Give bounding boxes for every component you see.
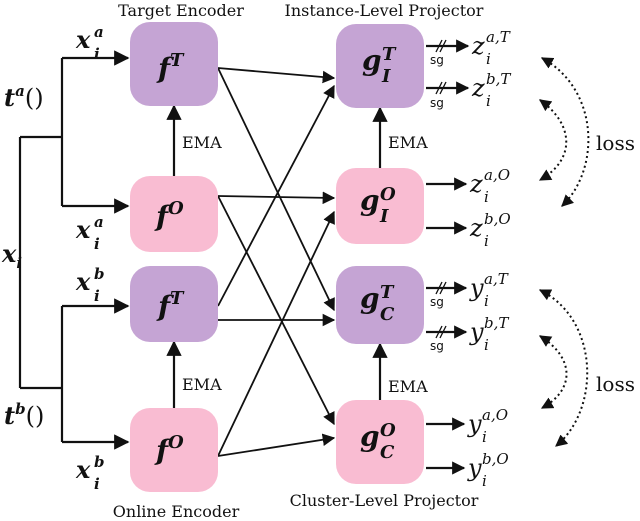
wire-online-b-to-cluster-online (217, 433, 336, 457)
loss-arc-z-inner (538, 99, 568, 181)
sg-label-1: sg (430, 53, 444, 67)
stop-gradient-mark-4 (435, 325, 447, 339)
cluster-projector-target-box (336, 266, 424, 344)
online-encoder-box-b (130, 408, 218, 492)
loss-label-instance: loss (596, 131, 635, 155)
online-encoder-box-a (130, 176, 218, 252)
loss-label-cluster: loss (596, 372, 635, 396)
sg-label-2: sg (430, 96, 444, 110)
cluster-projector-caption: Cluster-Level Projector (290, 491, 479, 510)
stop-gradient-mark-3 (435, 281, 447, 295)
loss-arc-y-inner (538, 335, 568, 409)
transform-ta: ta() (4, 82, 44, 112)
cluster-projector-online-box (336, 400, 424, 484)
target-encoder-box-b (130, 266, 218, 342)
wire-target-a-to-instance-target (217, 67, 336, 84)
transform-tb: tb() (4, 400, 44, 430)
input-xi: xi (1, 239, 22, 272)
target-encoder-caption: Target Encoder (118, 1, 244, 20)
stop-gradient-mark-1 (435, 39, 447, 53)
ema-label-encoder-b: EMA (182, 375, 222, 394)
sg-label-4: sg (430, 339, 444, 353)
wire-target-b-to-instance-target (217, 84, 335, 307)
online-encoder-caption: Online Encoder (113, 502, 240, 521)
ema-label-projector-cluster: EMA (388, 377, 428, 396)
ema-label-projector-instance: EMA (388, 133, 428, 152)
wire-target-a-to-cluster-target (217, 67, 335, 312)
wire-online-a-to-cluster-online (217, 195, 335, 426)
instance-projector-target-box (336, 24, 424, 108)
instance-projector-online-box (336, 168, 424, 244)
stop-gradient-mark-2 (435, 81, 447, 95)
wire-online-b-to-instance-online (217, 210, 335, 457)
label-target-encoder-a: fT (156, 50, 185, 85)
ema-label-encoder-a: EMA (182, 133, 222, 152)
sg-label-3: sg (430, 295, 444, 309)
instance-projector-caption: Instance-Level Projector (285, 1, 484, 20)
loss-arc-y-outer (538, 289, 589, 447)
target-encoder-box-a (130, 22, 218, 106)
